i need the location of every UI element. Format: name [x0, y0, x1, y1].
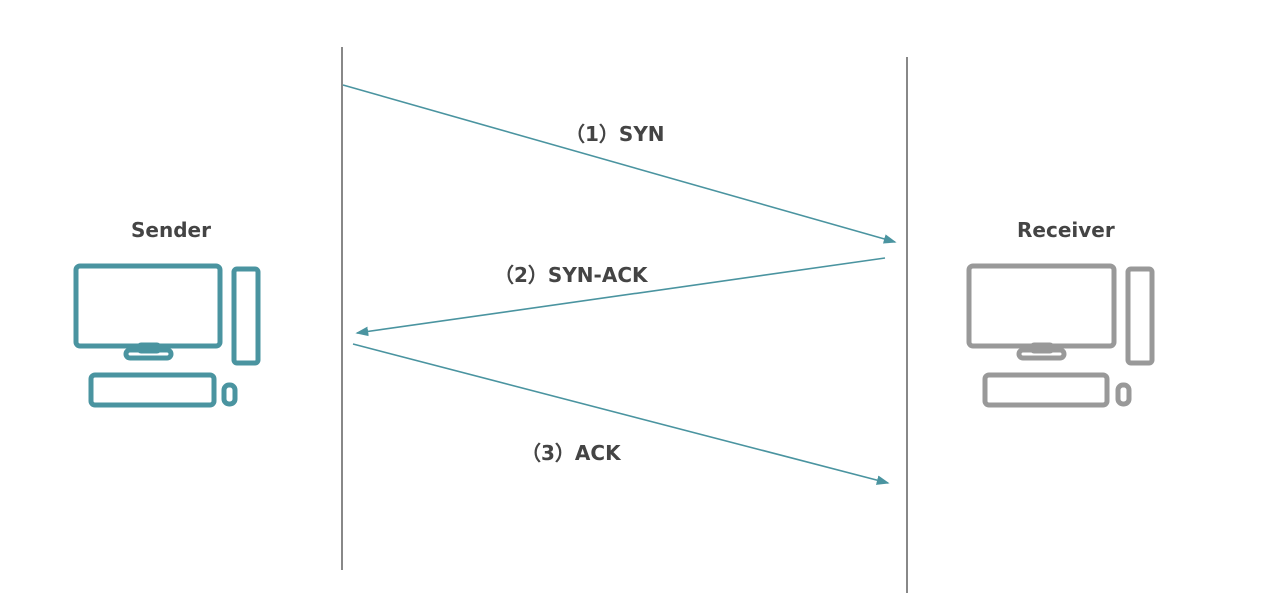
sender-label: Sender: [131, 218, 211, 242]
syn-ack-label: （2）SYN-ACK: [494, 263, 648, 287]
ack-label: （3）ACK: [521, 441, 621, 465]
receiver-label: Receiver: [1017, 218, 1115, 242]
syn-arrow: [342, 84, 897, 244]
syn-ack-arrow: [355, 257, 886, 337]
syn-label: （1）SYN: [565, 122, 665, 146]
receiver-computer-icon: [966, 263, 1155, 408]
sender-computer-icon: [73, 263, 261, 408]
ack-arrow: [352, 343, 890, 485]
